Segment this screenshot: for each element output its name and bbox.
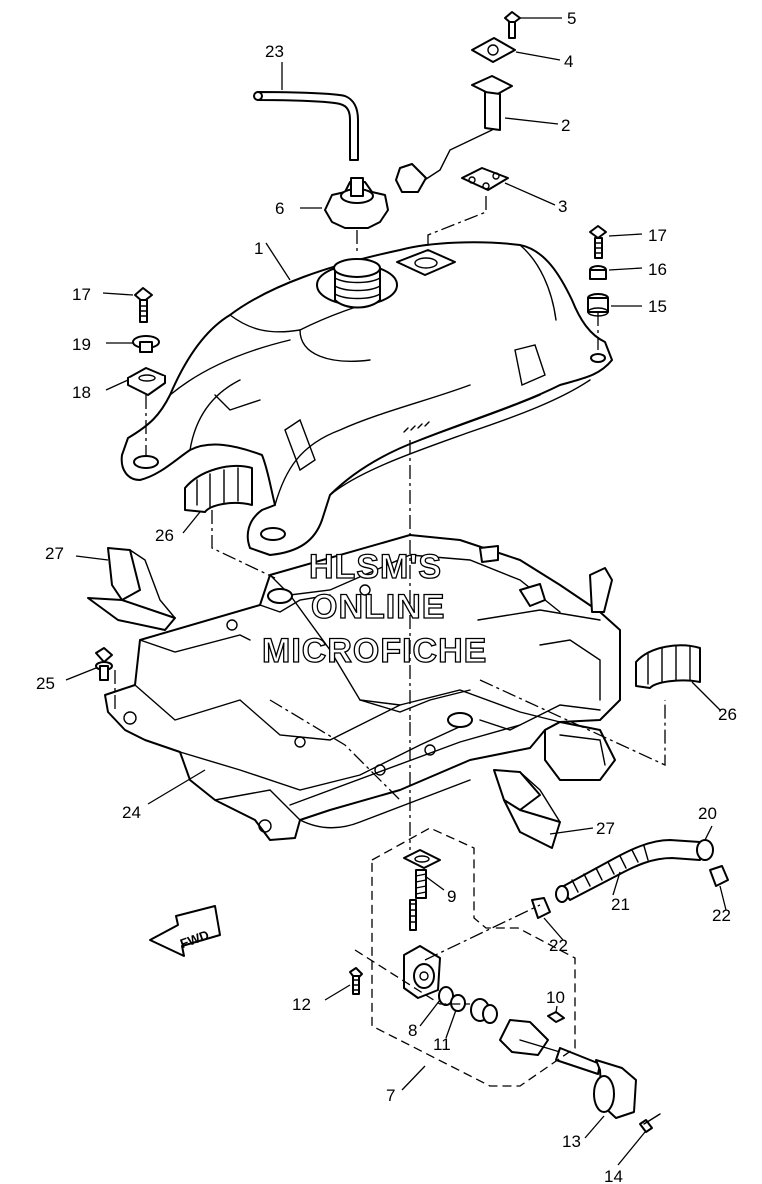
callout-1: 1: [254, 239, 263, 258]
fuel-cap: [324, 177, 389, 229]
callout-22-right: 22: [712, 906, 731, 925]
callout-3: 3: [558, 197, 567, 216]
callout-20: 20: [698, 804, 717, 823]
forward-direction-arrow: FWD: [149, 905, 221, 957]
callout-9: 9: [447, 887, 456, 906]
callout-14: 14: [604, 1167, 623, 1184]
fuel-tank: [120, 241, 613, 556]
callout-2: 2: [561, 116, 570, 135]
bolt-25: [95, 647, 113, 681]
callout-19: 19: [72, 335, 91, 354]
callout-5: 5: [567, 9, 576, 28]
watermark: HLSM'S ONLINE MICROFICHE: [261, 547, 487, 670]
callout-26-left: 26: [155, 526, 174, 545]
callout-24: 24: [122, 803, 141, 822]
callout-18: 18: [72, 383, 91, 402]
callout-15: 15: [648, 297, 667, 316]
assembly-lines: [114, 196, 666, 1087]
callout-17-left: 17: [72, 285, 91, 304]
damper-left: [184, 465, 253, 513]
callout-12: 12: [292, 995, 311, 1014]
breather-hose: [253, 91, 359, 161]
leader-lines: [65, 17, 727, 1166]
fuel-sender-unit: [395, 11, 521, 193]
watermark-line-2: ONLINE: [311, 588, 445, 626]
callout-10: 10: [546, 988, 565, 1007]
callout-27-left: 27: [45, 544, 64, 563]
callout-numbers: 1 2 3 4 5 6 7 8 9 10 11 12 13 14 15 16 1…: [36, 9, 737, 1184]
callout-22-lower: 22: [549, 936, 568, 955]
watermark-line-3: MICROFICHE: [262, 632, 487, 670]
tank-bracket-frame: [104, 534, 621, 841]
callout-6: 6: [275, 199, 284, 218]
callout-11: 11: [433, 1035, 451, 1054]
callout-13: 13: [562, 1132, 581, 1151]
mount-hardware-right: [587, 225, 609, 317]
fuel-cock-assembly: [349, 849, 661, 1133]
callout-7: 7: [386, 1086, 395, 1105]
callout-16: 16: [648, 260, 667, 279]
callout-21: 21: [611, 895, 630, 914]
watermark-line-1: HLSM'S: [309, 548, 442, 586]
damper-strip-left: [87, 547, 176, 631]
callout-27-right: 27: [596, 819, 615, 838]
callout-23: 23: [265, 42, 284, 61]
callout-8: 8: [408, 1021, 417, 1040]
callout-4: 4: [564, 52, 573, 71]
damper-right: [635, 644, 701, 689]
damper-strip-right: [493, 769, 561, 849]
fuel-hose: [531, 839, 729, 919]
mount-hardware-left: [127, 287, 166, 396]
callout-26-right: 26: [718, 705, 737, 724]
callout-25: 25: [36, 674, 55, 693]
callout-17-right: 17: [648, 226, 667, 245]
